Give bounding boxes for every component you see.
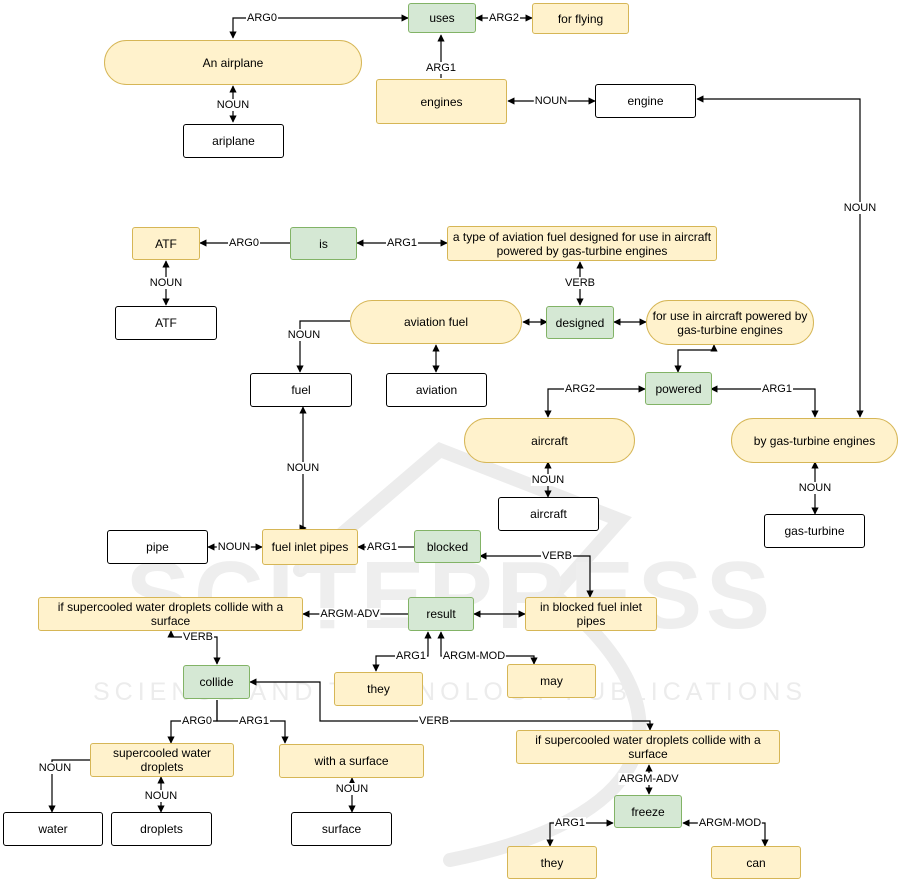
node-freeze[interactable]: freeze (614, 795, 682, 828)
label-argmmod-freeze: ARGM-MOD (697, 817, 763, 829)
node-an-airplane[interactable]: An airplane (104, 40, 362, 85)
label-noun-water: NOUN (37, 762, 73, 774)
label-verb-blocked: VERB (541, 550, 573, 562)
label-noun-aircraft: NOUN (530, 474, 566, 486)
label-arg0-is: ARG0 (228, 237, 260, 249)
edge-powered-arg1 (710, 385, 819, 418)
node-can[interactable]: can (711, 846, 801, 879)
node-gas-turbine[interactable]: gas-turbine (764, 514, 865, 548)
label-noun-pipe: NOUN (216, 541, 252, 553)
node-ariplane[interactable]: ariplane (183, 124, 284, 158)
node-is[interactable]: is (290, 227, 357, 260)
node-they-1[interactable]: they (334, 672, 423, 706)
node-atf-arg[interactable]: ATF (132, 227, 200, 260)
node-if-supercooled-1[interactable]: if supercooled water droplets collide wi… (38, 597, 303, 631)
node-engines[interactable]: engines (376, 79, 507, 124)
label-arg1-freeze: ARG1 (554, 817, 586, 829)
edge-blocked-verb (479, 552, 594, 598)
node-atf-word[interactable]: ATF (115, 306, 217, 340)
edge-foruse-powered (674, 344, 718, 373)
label-noun-airplane: NOUN (215, 99, 251, 111)
node-aviation[interactable]: aviation (386, 373, 487, 407)
node-blocked[interactable]: blocked (414, 530, 481, 563)
node-engine[interactable]: engine (595, 84, 696, 118)
node-pipe[interactable]: pipe (107, 530, 208, 564)
label-arg1-uses: ARG1 (425, 62, 457, 74)
node-supercooled[interactable]: supercooled water droplets (90, 743, 234, 777)
edge-fuel-noun (299, 406, 307, 532)
node-surface[interactable]: surface (291, 812, 392, 846)
node-droplets[interactable]: droplets (111, 812, 212, 846)
node-aviation-fuel[interactable]: aviation fuel (350, 300, 522, 344)
node-may[interactable]: may (507, 664, 596, 698)
edge-freeze-arg1 (546, 819, 614, 847)
label-verb-designed: VERB (564, 277, 596, 289)
label-arg1-collide: ARG1 (238, 715, 270, 727)
label-noun-engines: NOUN (533, 95, 569, 107)
label-noun-atf: NOUN (148, 277, 184, 289)
node-aircraft-word[interactable]: aircraft (498, 497, 599, 531)
label-argmadv-result: ARGM-ADV (319, 608, 381, 620)
label-noun-surface: NOUN (334, 783, 370, 795)
node-water[interactable]: water (3, 812, 103, 846)
edge-engine-noun-gas (696, 95, 864, 418)
label-arg1-is: ARG1 (386, 237, 418, 249)
node-powered[interactable]: powered (645, 372, 712, 405)
label-verb-collide: VERB (182, 631, 214, 643)
node-result[interactable]: result (408, 597, 474, 631)
edge-supercooled-water (48, 759, 90, 813)
node-if-supercooled-2[interactable]: if supercooled water droplets collide wi… (516, 730, 780, 764)
edge-aviation-fuel-noun (296, 320, 350, 373)
label-verb-collide-if: VERB (418, 715, 450, 727)
label-noun-engine: NOUN (842, 202, 878, 214)
label-noun-gasturbine: NOUN (797, 482, 833, 494)
label-noun-fuel: NOUN (286, 329, 322, 341)
edge-collide-verb-if2 (249, 678, 654, 731)
node-fuel[interactable]: fuel (250, 373, 352, 407)
node-with-surface[interactable]: with a surface (279, 744, 424, 778)
node-in-blocked[interactable]: in blocked fuel inlet pipes (525, 597, 657, 631)
node-atf-definition[interactable]: a type of aviation fuel designed for use… (447, 226, 717, 261)
node-aircraft-arg[interactable]: aircraft (464, 418, 635, 463)
edge-powered-arg2 (544, 385, 646, 418)
label-noun-fuel-pipes: NOUN (285, 462, 321, 474)
node-by-gas-turbine[interactable]: by gas-turbine engines (731, 418, 898, 463)
label-arg1-powered: ARG1 (761, 383, 793, 395)
label-arg0-uses: ARG0 (246, 12, 278, 24)
node-uses[interactable]: uses (408, 3, 476, 33)
label-arg2-uses: ARG2 (488, 12, 520, 24)
node-for-use[interactable]: for use in aircraft powered by gas-turbi… (646, 300, 814, 345)
node-for-flying[interactable]: for flying (532, 3, 629, 34)
node-they-2[interactable]: they (507, 846, 597, 879)
node-designed[interactable]: designed (546, 306, 614, 339)
label-argmadv-freeze: ARGM-ADV (618, 773, 680, 785)
label-arg1-blocked: ARG1 (366, 541, 398, 553)
label-arg0-collide: ARG0 (181, 715, 213, 727)
label-arg1-result: ARG1 (395, 650, 427, 662)
node-fuel-inlet-pipes[interactable]: fuel inlet pipes (262, 529, 358, 565)
label-noun-droplets: NOUN (143, 790, 179, 802)
edge-uses-arg0 (229, 14, 409, 39)
node-collide[interactable]: collide (183, 665, 250, 699)
label-arg2-powered: ARG2 (564, 383, 596, 395)
label-argmmod-result: ARGM-MOD (441, 650, 507, 662)
